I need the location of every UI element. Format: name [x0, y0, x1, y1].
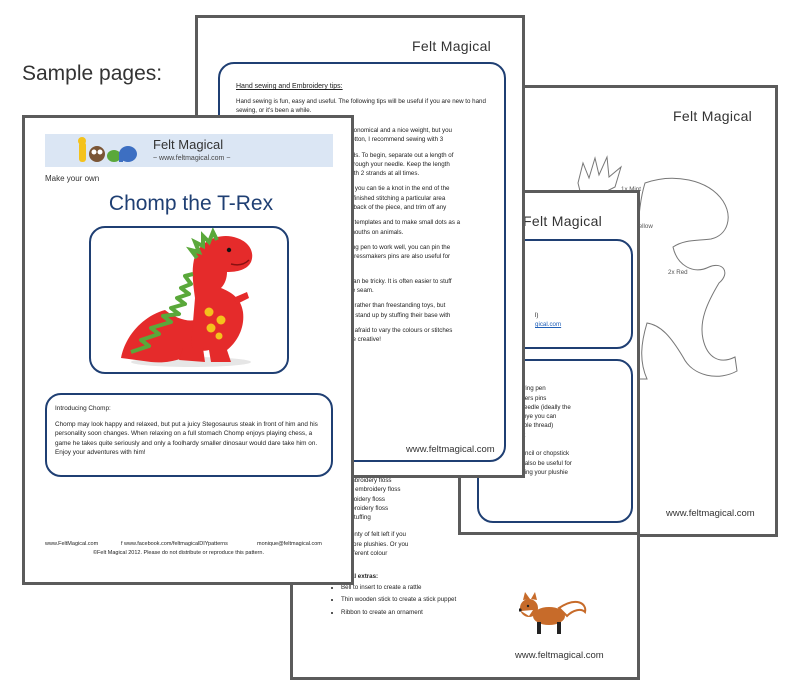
tool-item: pearing pen [513, 385, 546, 393]
cover-brand: Felt Magical [153, 137, 224, 152]
tips-line: acing templates and to make small dots a… [338, 219, 461, 227]
supply-item: an embroidery floss [331, 495, 385, 503]
materials-line: l) [535, 312, 539, 319]
supply-note: have plenty of felt left if you [331, 531, 406, 539]
materials-brand: Felt Magical [523, 213, 603, 229]
tools-heading: d: [513, 375, 631, 384]
footer-site[interactable]: www.FeltMagical.com [45, 541, 99, 547]
tips-heading: Hand sewing and Embroidery tips: [236, 83, 343, 90]
tips-line: have finished stitching a particular are… [338, 194, 446, 202]
supply-item: rown embroidery floss [331, 477, 392, 484]
cover-banner: Felt Magical ~ www.feltmagical.com ~ [45, 134, 333, 167]
tips-line: and can be tricky. It is often easier to… [338, 277, 452, 285]
tips-line: ou. Be creative! [338, 336, 381, 344]
label-mint: 1x Mint [621, 185, 641, 194]
tips-line: n't be afraid to vary the colours or sti… [338, 327, 453, 335]
cover-tagline: ~ www.feltmagical.com ~ [153, 155, 231, 162]
intro-text: Chomp may look happy and relaxed, but pu… [55, 420, 318, 457]
footer-email[interactable]: monique@feltmagical.com [257, 541, 322, 547]
tips-line: strands. To begin, separate out a length… [338, 151, 454, 159]
tips-line: pearing pen to work well, you can pin th… [338, 243, 451, 251]
supplies-website: www.feltmagical.com [515, 650, 604, 661]
tips-website: www.feltmagical.com [406, 444, 495, 455]
supply-note: to try different colour [331, 550, 388, 558]
extra-item: Ribbon to create an ornament [341, 608, 469, 617]
tool-item: n pencil or chopstick [513, 450, 570, 458]
tips-line: t pals rather than freestanding toys, bu… [338, 302, 446, 310]
tips-line: d it. Dressmakers pins are also useful f… [338, 253, 451, 261]
tips-line: it's economical and a nice weight, but y… [338, 127, 452, 134]
tool-item: est eye you can [513, 413, 557, 421]
copyright: ©Felt Magical 2012. Please do not distri… [93, 550, 264, 556]
tool-item: can also be useful for [513, 459, 572, 467]
tips-line: seen, you can tie a knot in the end of t… [338, 185, 450, 193]
tips-line: om to stand up by stuffing their base wi… [338, 311, 451, 319]
tips-line: nd the seam. [338, 287, 374, 295]
footer-facebook[interactable]: f www.facebook.com/feltmagicalDIYpattern… [121, 541, 228, 547]
extra-item: Thin wooden stick to create a stick pupp… [341, 595, 469, 604]
tool-item: stick [513, 431, 631, 440]
tips-line: n the back of the piece, and trim off an… [338, 204, 447, 212]
tips-line: d it through your needle. Keep the lengt… [338, 160, 450, 168]
extra-item: Bell to insert to create a rattle [341, 583, 469, 592]
cover-title: Chomp the T-Rex [108, 192, 274, 215]
page-cover: Felt Magical ~ www.feltmagical.com ~ Mak… [22, 115, 354, 585]
tips-line: ing with 2 strands at all times. [338, 170, 420, 178]
tool-item: el Needle (ideally the [513, 403, 571, 411]
cover-footer: www.FeltMagical.com f www.facebook.com/f… [45, 540, 341, 557]
animal-friends-logo [78, 137, 137, 162]
label-red: 2x Red [668, 269, 688, 276]
tips-line: ing, mouths on animals. [338, 228, 404, 236]
template-website: www.feltmagical.com [666, 508, 755, 519]
tips-paragraph: Hand sewing is fun, easy and useful. The… [236, 97, 486, 114]
template-brand: Felt Magical [673, 108, 753, 124]
tool-item: ors [513, 440, 631, 449]
tool-item: makers pins [513, 394, 547, 402]
fox-illustration [519, 592, 587, 634]
intro-heading: Introducing Chomp: [55, 405, 111, 412]
tool-item: stuffing your plushie [513, 468, 568, 476]
supply-item: hite embroidery floss [331, 504, 389, 512]
supply-note: make more plushies. Or you [331, 540, 409, 548]
materials-link[interactable]: gical.com [535, 321, 562, 329]
intro-box: Introducing Chomp: Chomp may look happy … [45, 393, 333, 477]
extras-heading: Optional extras: [331, 572, 379, 580]
trex-plush-photo [121, 228, 253, 367]
photo-frame [89, 226, 289, 374]
sample-pages-label: Sample pages: [22, 62, 163, 85]
tips-brand: Felt Magical [412, 38, 492, 54]
tool-item: ortable thread) [513, 422, 554, 430]
tips-line: ine cotton, I recommend sewing with 3 [338, 136, 444, 144]
supply-item: ght Pink embroidery floss [331, 486, 401, 494]
make-your-own: Make your own [45, 174, 100, 183]
